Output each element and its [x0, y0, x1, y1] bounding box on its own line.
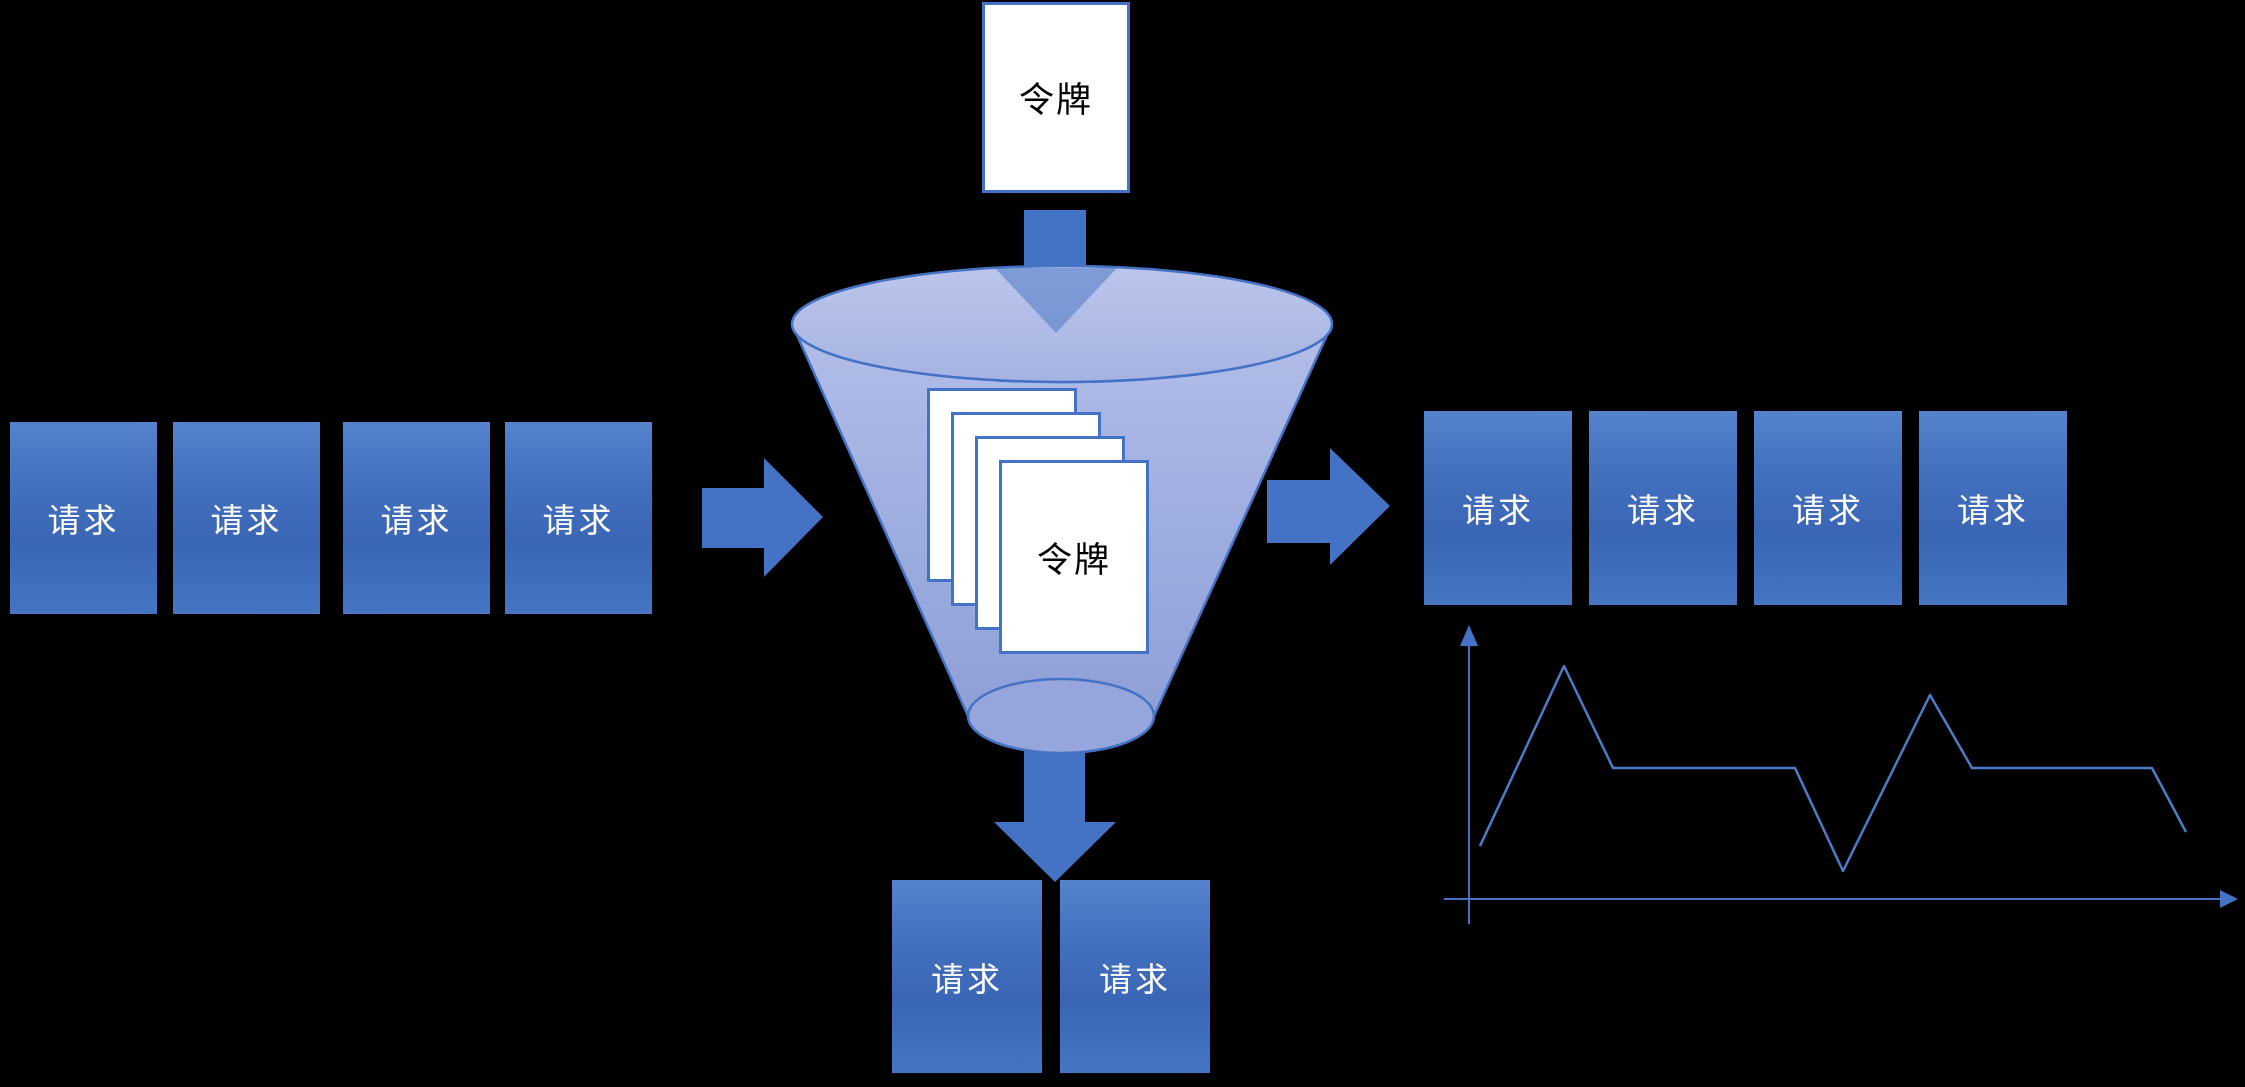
incoming-request-label-3: 请求 [380, 502, 453, 539]
incoming-request-label-2: 请求 [210, 502, 283, 539]
bottom-request-label-1: 请求 [931, 960, 1003, 998]
incoming-request-label-1: 请求 [47, 502, 120, 539]
chart-x-axis-arrowhead [2220, 890, 2238, 908]
bottom-request-box-2: 请求 [1060, 880, 1210, 1073]
outgoing-request-box-3: 请求 [1754, 411, 1902, 605]
token-inflow-arrow-shaft [1024, 210, 1086, 272]
incoming-request-box-3: 请求 [343, 422, 490, 614]
left-inflow-arrow [702, 458, 823, 577]
outgoing-request-box-1: 请求 [1424, 411, 1572, 605]
token-source-label: 令牌 [1018, 81, 1093, 120]
rate-line [1478, 664, 2188, 873]
chart-y-axis-arrowhead [1460, 625, 1478, 646]
token-card-front: 令牌 [999, 460, 1149, 654]
outgoing-request-box-2: 请求 [1589, 411, 1737, 605]
token-card-label: 令牌 [1036, 540, 1111, 580]
funnel-bottom-ellipse [966, 677, 1156, 755]
bottom-request-label-2: 请求 [1099, 960, 1171, 998]
outgoing-request-label-4: 请求 [1957, 492, 2029, 529]
bottom-request-box-1: 请求 [892, 880, 1042, 1073]
outgoing-request-label-1: 请求 [1462, 492, 1534, 529]
outgoing-request-label-3: 请求 [1792, 492, 1864, 529]
token-inflow-arrowhead [995, 268, 1117, 333]
token-source-box: 令牌 [982, 2, 1130, 193]
outgoing-request-box-4: 请求 [1919, 411, 2067, 605]
incoming-request-label-4: 请求 [542, 502, 615, 539]
right-outflow-arrow [1267, 448, 1390, 565]
incoming-request-box-2: 请求 [173, 422, 320, 614]
bottom-outflow-arrow [994, 748, 1116, 882]
incoming-request-box-4: 请求 [505, 422, 652, 614]
outgoing-request-label-2: 请求 [1627, 492, 1699, 529]
incoming-request-box-1: 请求 [10, 422, 157, 614]
